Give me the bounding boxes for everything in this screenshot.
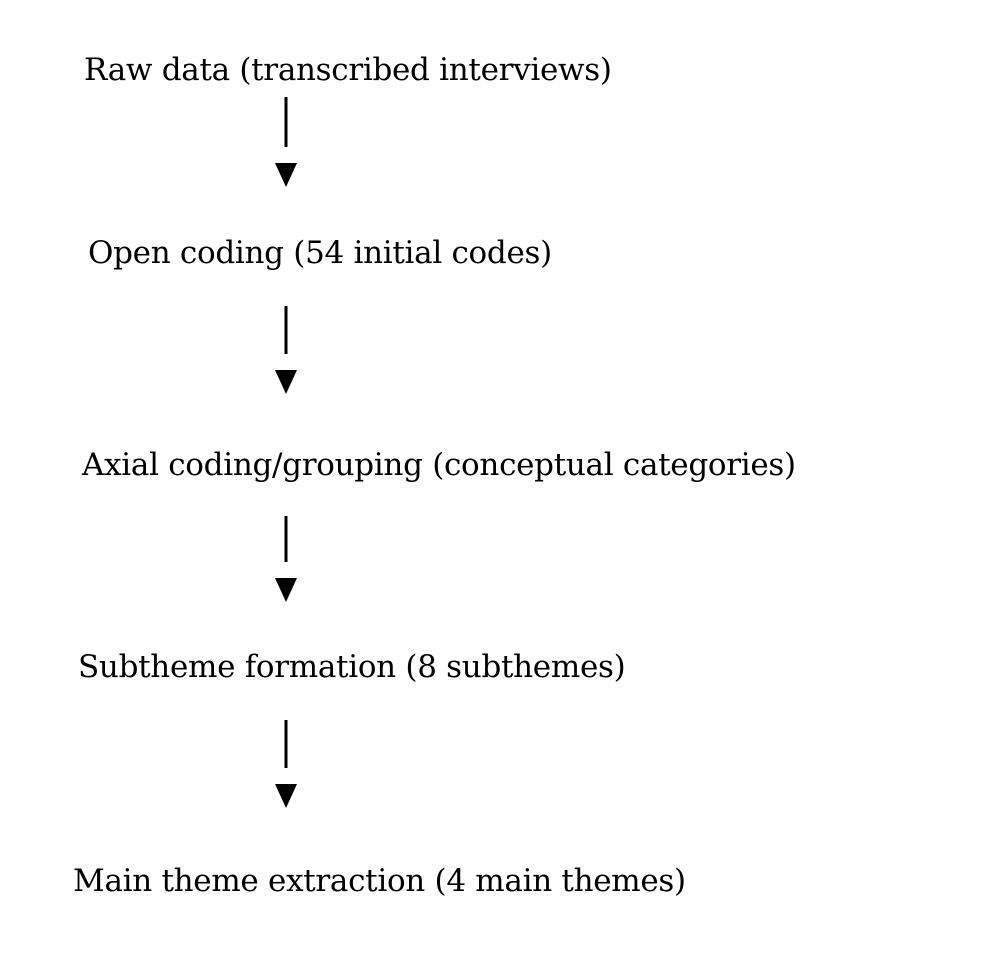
step-subtheme-formation: Subtheme formation (8 subthemes) (78, 649, 626, 685)
step-raw-data: Raw data (transcribed interviews) (84, 52, 612, 88)
down-arrow-icon (275, 516, 297, 602)
down-arrow-icon (275, 306, 297, 394)
step-axial-coding: Axial coding/grouping (conceptual catego… (82, 447, 796, 483)
down-arrow-icon (275, 720, 297, 808)
step-open-coding: Open coding (54 initial codes) (88, 235, 552, 271)
down-arrow-icon (275, 97, 297, 187)
step-main-theme-extraction: Main theme extraction (4 main themes) (73, 863, 686, 899)
